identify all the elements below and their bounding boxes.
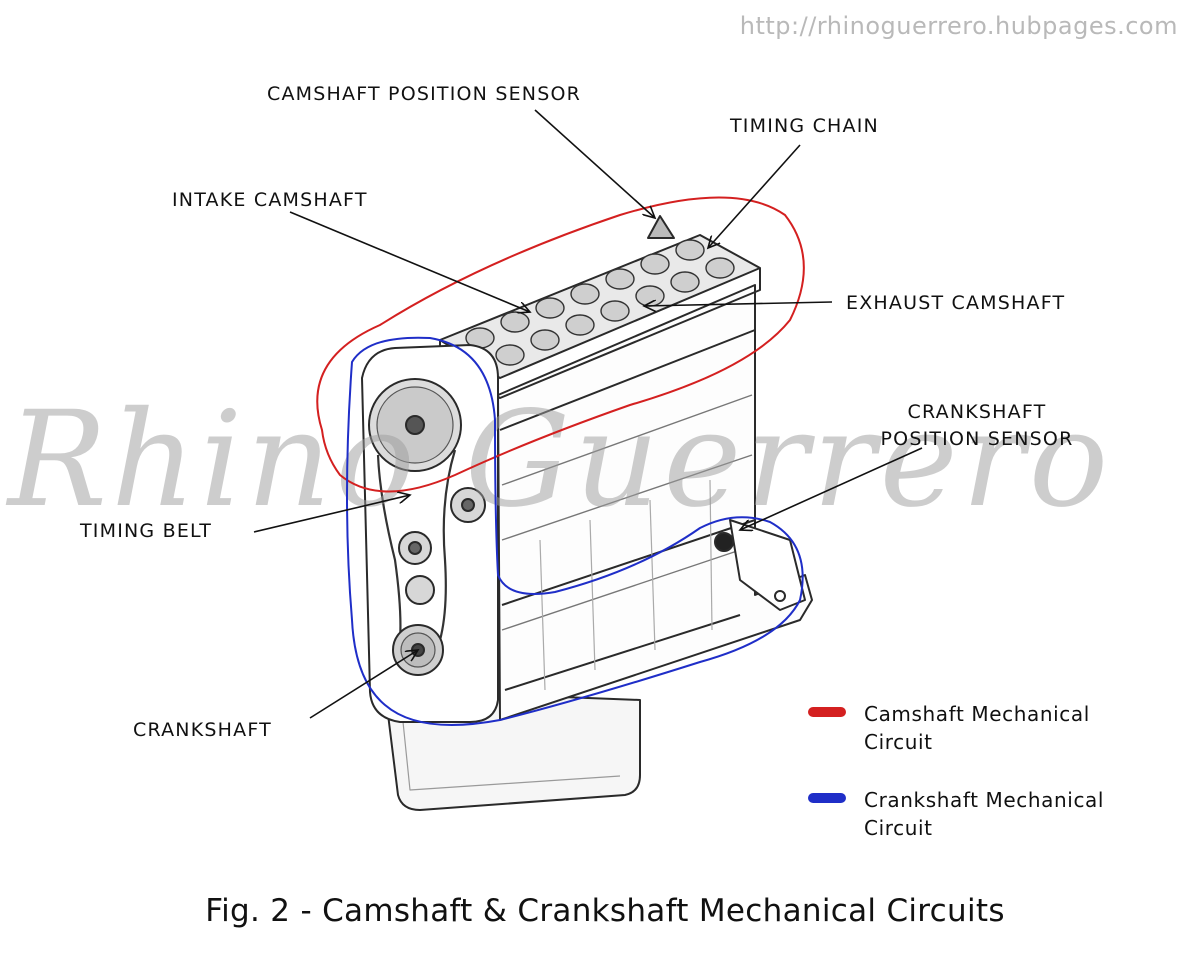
label-timing-belt: TIMING BELT: [80, 520, 212, 542]
leader-lines: [253, 109, 923, 719]
crankshaft-circuit-outline: [346, 336, 804, 726]
leader-crankshaft-position-sensor: [740, 447, 923, 530]
label-crankshaft: CRANKSHAFT: [133, 719, 272, 741]
leader-intake-camshaft: [289, 211, 530, 312]
camshaft-circuit-outline: [316, 196, 805, 493]
label-exhaust-camshaft: EXHAUST CAMSHAFT: [846, 292, 1066, 314]
leader-timing-belt: [253, 495, 410, 533]
engine-illustration: [361, 215, 813, 811]
label-camshaft-position-sensor: CAMSHAFT POSITION SENSOR: [267, 83, 582, 105]
legend-swatch-crankshaft: [808, 793, 846, 803]
leader-crankshaft: [309, 650, 418, 719]
label-crankshaft-position-sensor-line2: POSITION SENSOR: [880, 428, 1074, 450]
label-timing-chain: TIMING CHAIN: [730, 115, 879, 137]
leader-timing-chain: [708, 144, 801, 248]
label-intake-camshaft: INTAKE CAMSHAFT: [172, 189, 368, 211]
leader-exhaust-camshaft: [644, 302, 833, 306]
label-crankshaft-position-sensor: CRANKSHAFT POSITION SENSOR: [852, 399, 1102, 453]
legend-swatch-camshaft: [808, 707, 846, 717]
figure-caption: Fig. 2 - Camshaft & Crankshaft Mechanica…: [205, 893, 1005, 929]
leader-camshaft-position-sensor: [534, 109, 655, 218]
legend-label-crankshaft: Crankshaft Mechanical Circuit: [864, 788, 1105, 840]
source-url: http://rhinoguerrero.hubpages.com: [739, 12, 1178, 40]
watermark: Rhino Guerrero: [6, 383, 1113, 537]
legend-item-crankshaft: Crankshaft Mechanical Circuit: [808, 786, 1164, 842]
legend-item-camshaft: Camshaft Mechanical Circuit: [808, 700, 1164, 756]
label-crankshaft-position-sensor-line1: CRANKSHAFT: [907, 401, 1047, 423]
legend-label-camshaft: Camshaft Mechanical Circuit: [864, 702, 1090, 754]
